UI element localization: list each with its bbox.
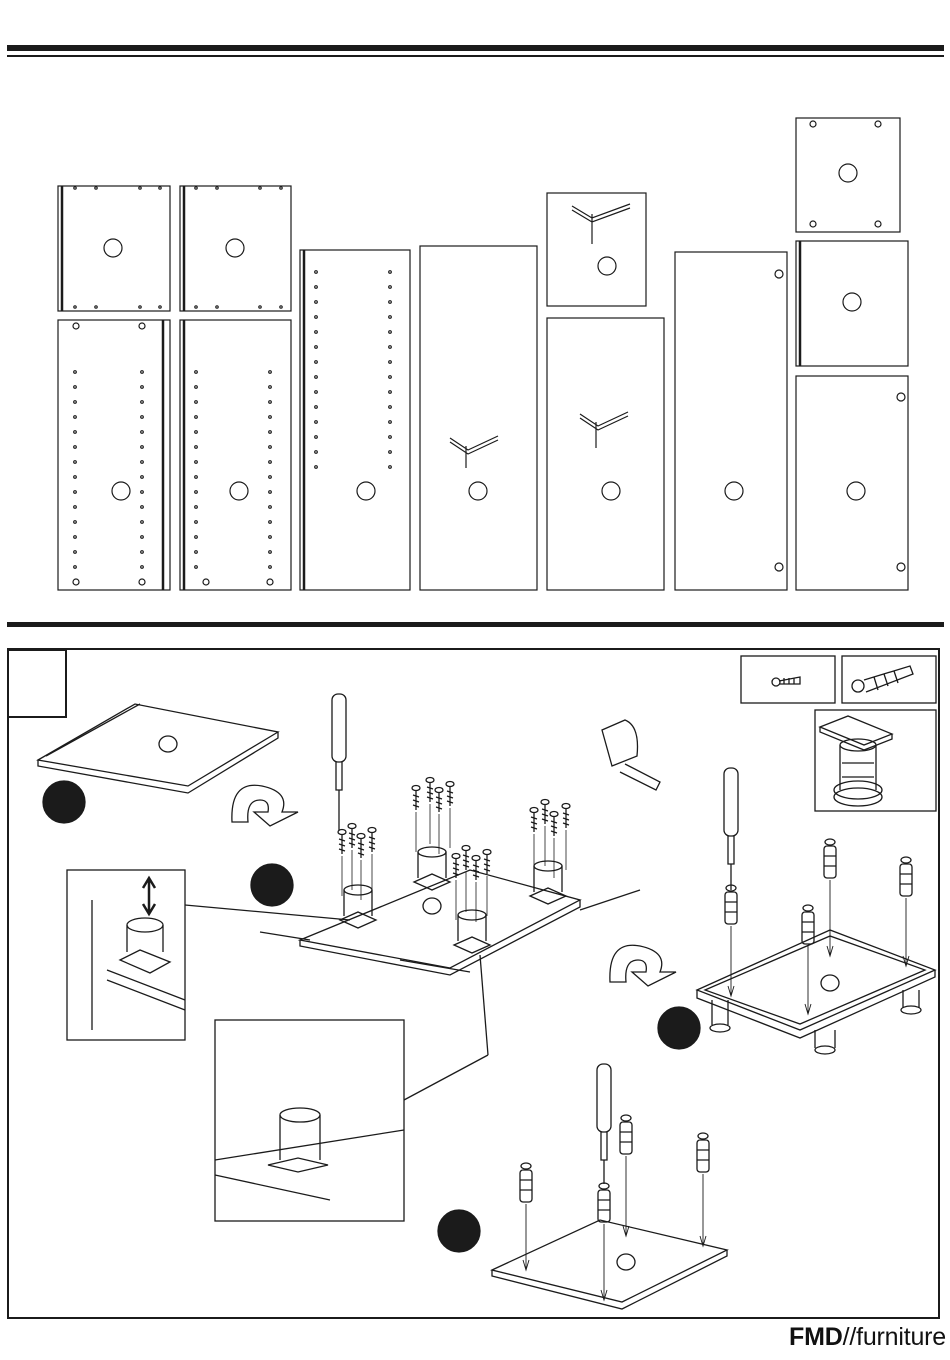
- screw-set: [338, 778, 570, 923]
- tape-measure-icon: [602, 720, 660, 790]
- adjustable-foot-icon: [454, 910, 490, 953]
- screw-icon: [462, 846, 470, 913]
- screw-icon: [435, 788, 443, 855]
- screw-icon: [541, 800, 549, 867]
- adjustable-foot-icon: [820, 716, 892, 806]
- hardware-key: [741, 656, 936, 811]
- dowel-icon: [852, 666, 913, 692]
- screw-icon: [483, 850, 491, 917]
- screw-icon: [446, 782, 454, 849]
- dowel-icon: [725, 885, 737, 996]
- assembled-base: [697, 930, 935, 1054]
- assembly-step-illustration: [0, 0, 950, 1330]
- brand-name: FMD: [789, 1323, 843, 1351]
- flip-arrow-icon: [232, 785, 298, 826]
- screw-detail: [215, 1020, 404, 1221]
- screwdriver-icon: [597, 1064, 611, 1184]
- substep-marker-c: [658, 1007, 700, 1049]
- screw-icon: [550, 812, 558, 879]
- screw-icon: [772, 677, 800, 686]
- screw-icon: [348, 824, 356, 891]
- base-board: [38, 704, 278, 793]
- substep-marker-d: [438, 1210, 480, 1252]
- brand-logo: FMD//furniture: [789, 1323, 946, 1352]
- screw-icon: [412, 786, 420, 853]
- dowel-icon: [620, 1115, 632, 1236]
- screwdriver-icon: [332, 694, 346, 830]
- screw-icon: [368, 828, 376, 895]
- foot-adjust-detail: [67, 870, 185, 1040]
- dowel-icon: [697, 1133, 709, 1246]
- flip-arrow-icon: [610, 945, 676, 986]
- dowel-icon: [520, 1163, 532, 1270]
- screw-icon: [338, 830, 346, 897]
- screw-icon: [530, 808, 538, 875]
- adjustable-foot-icon: [414, 847, 450, 890]
- screw-icon: [562, 804, 570, 871]
- adjustable-foot-icon: [530, 861, 566, 904]
- dowel-icon: [598, 1183, 610, 1300]
- screw-icon: [426, 778, 434, 845]
- screw-icon: [472, 856, 480, 923]
- brand-suffix: //furniture: [843, 1323, 946, 1351]
- base-board-with-feet: [260, 870, 640, 975]
- dowel-icon: [900, 857, 912, 966]
- adjustable-feet: [340, 847, 566, 953]
- step-number-box: [9, 650, 66, 717]
- substep-marker-b: [251, 864, 293, 906]
- substep-marker-a: [43, 781, 85, 823]
- screw-icon: [357, 834, 365, 901]
- screwdriver-icon: [724, 768, 738, 890]
- screw-icon: [452, 854, 460, 921]
- dowel-icon: [802, 905, 814, 1014]
